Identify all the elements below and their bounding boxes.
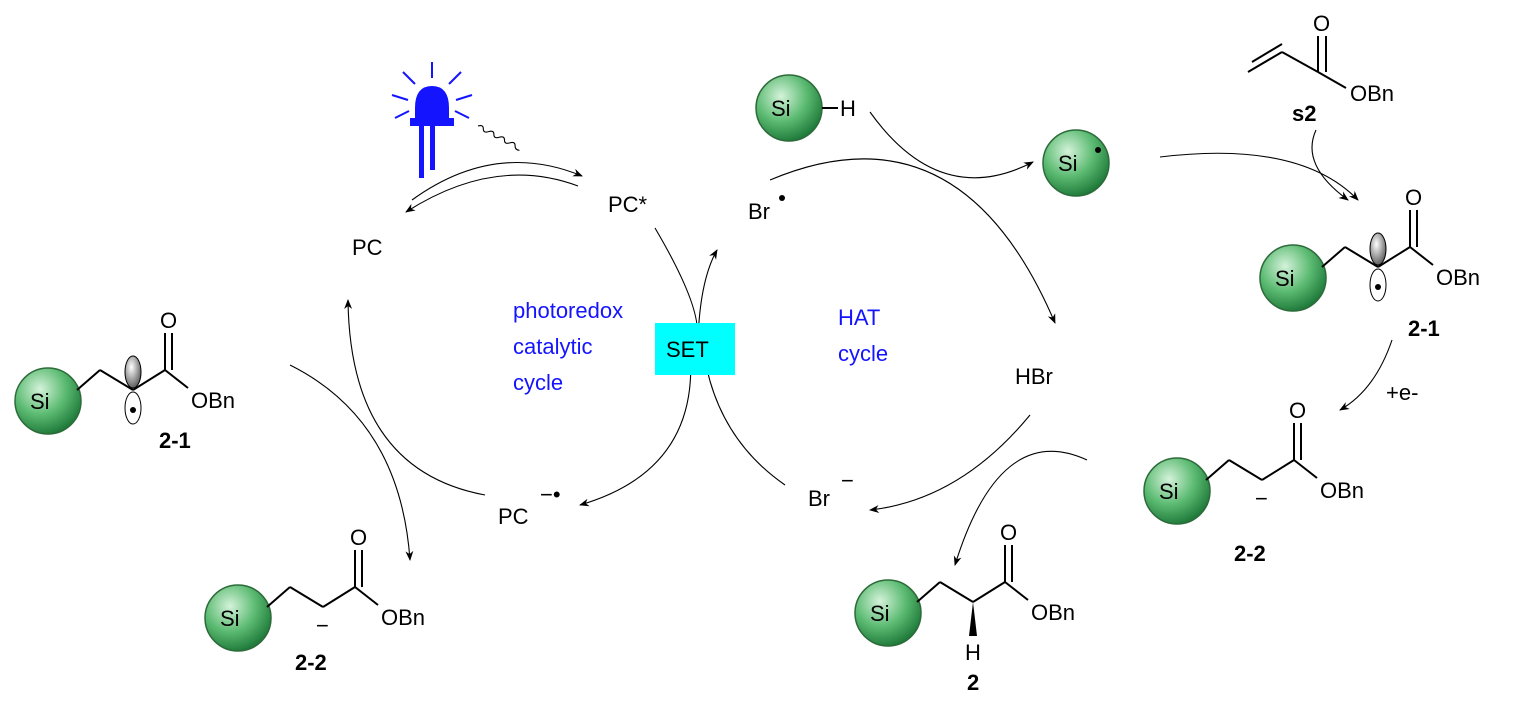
arrow-bra-to-set: [704, 359, 786, 486]
arrow-br-to-hbr: [769, 158, 1056, 324]
svg-text:OBn: OBn: [1350, 81, 1394, 106]
set-badge: SET: [655, 323, 735, 375]
svg-text:2-2: 2-2: [295, 650, 327, 675]
label-pc-radical-anion-charge: −•: [540, 482, 561, 507]
svg-text:O: O: [1405, 185, 1422, 210]
svg-text:H: H: [965, 640, 981, 665]
svg-text:OBn: OBn: [1031, 600, 1075, 625]
svg-text:photoredox: photoredox: [513, 298, 623, 323]
light-wave: [477, 125, 520, 151]
silane-reagent: Si H: [755, 74, 856, 142]
arrow-pcanion-to-pc: [344, 299, 486, 496]
svg-text:Si: Si: [1058, 151, 1078, 176]
svg-text:O: O: [160, 308, 177, 333]
label-br-radical: Br: [748, 199, 770, 224]
label-br-anion-charge: −: [841, 468, 854, 493]
svg-text:OBn: OBn: [381, 605, 425, 630]
anion-2-2-left: Si O OBn − 2-2: [204, 525, 425, 675]
arrow-2-1-reduction: [1339, 339, 1393, 411]
svg-text:SET: SET: [666, 337, 709, 362]
arrow-s2-to-2-1: [1311, 129, 1349, 201]
svg-text:Si: Si: [1275, 266, 1295, 291]
svg-text:2: 2: [967, 670, 979, 695]
hat-cycle-label: HAT cycle: [838, 305, 888, 366]
svg-text:O: O: [1289, 398, 1306, 423]
svg-text:O: O: [1000, 520, 1017, 545]
arrow-set-to-pcanion: [579, 349, 692, 507]
label-pc: PC: [352, 235, 383, 260]
svg-text:Si: Si: [30, 389, 50, 414]
svg-text:s2: s2: [1292, 101, 1316, 126]
svg-text:OBn: OBn: [1436, 265, 1480, 290]
svg-text:cycle: cycle: [513, 370, 563, 395]
label-hbr: HBr: [1015, 364, 1053, 389]
svg-text:2-1: 2-1: [1408, 316, 1440, 341]
label-pc-radical-anion: PC: [498, 504, 529, 529]
silyl-radical: Si: [1042, 129, 1110, 197]
svg-text:H: H: [840, 96, 856, 121]
radical-2-1-right: Si O OBn 2-1: [1259, 185, 1480, 341]
svg-text:HAT: HAT: [838, 305, 880, 330]
anion-2-2-right: Si O OBn − 2-2: [1143, 398, 1364, 566]
led-lamp-icon: [391, 62, 473, 178]
arrow-si-radical-to-2-1: [1159, 152, 1359, 201]
radical-dot-br: [779, 195, 785, 201]
radical-2-1-left: Si O OBn 2-1: [14, 308, 235, 453]
arrow-anion-to-product2: [953, 450, 1088, 566]
arrow-sih-to-radical: [869, 111, 1034, 179]
svg-text:−: −: [1255, 486, 1268, 511]
arrow-pc-to-product: [289, 364, 414, 561]
svg-text:Si: Si: [870, 601, 890, 626]
arrow-excitation: [411, 161, 583, 201]
svg-text:OBn: OBn: [191, 388, 235, 413]
label-br-anion: Br: [808, 486, 830, 511]
product-2: Si O OBn H 2: [854, 520, 1075, 695]
svg-text:Si: Si: [771, 96, 791, 121]
svg-text:Si: Si: [1159, 479, 1179, 504]
svg-text:O: O: [350, 525, 367, 550]
photoredox-cycle-label: photoredox catalytic cycle: [513, 298, 623, 395]
svg-text:O: O: [1313, 11, 1330, 36]
svg-text:2-1: 2-1: [159, 428, 191, 453]
arrow-relaxation: [405, 174, 579, 213]
svg-text:cycle: cycle: [838, 341, 888, 366]
arrow-hbr-to-product: [869, 414, 1031, 513]
label-electron-transfer: +e-: [1386, 380, 1418, 405]
svg-text:catalytic: catalytic: [513, 334, 592, 359]
svg-text:2-2: 2-2: [1234, 541, 1266, 566]
svg-text:OBn: OBn: [1320, 478, 1364, 503]
label-pc-excited: PC*: [608, 192, 648, 217]
svg-text:−: −: [316, 613, 329, 638]
svg-text:Si: Si: [220, 606, 240, 631]
acrylate-s2: O OBn s2: [1247, 11, 1394, 126]
